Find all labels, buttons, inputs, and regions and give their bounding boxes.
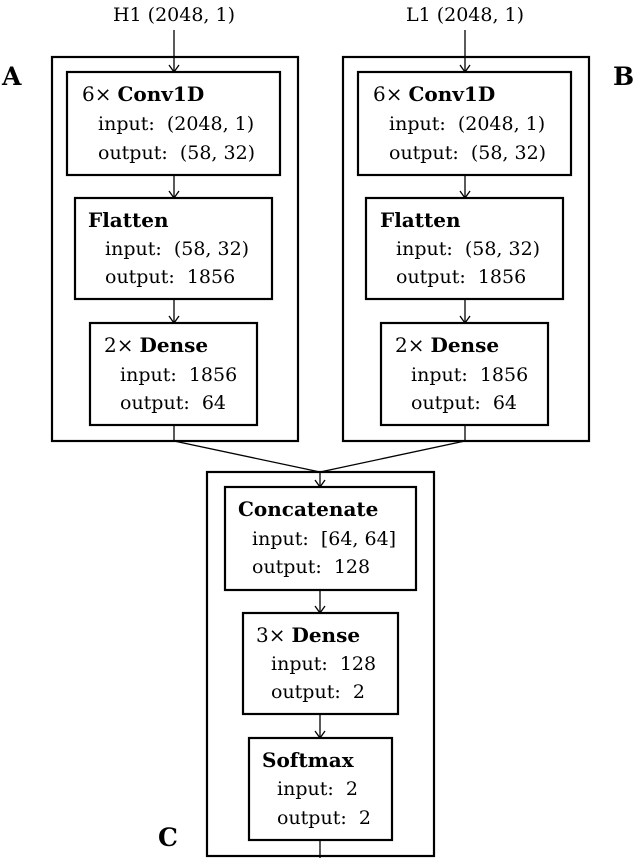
panel-b-frame	[341, 55, 591, 443]
node-a-conv1d-output: output: (58, 32)	[98, 142, 255, 164]
node-b-dense-input: input: 1856	[411, 364, 528, 386]
node-a-conv1d: 6×Conv1D input: (2048, 1) output: (58, 3…	[65, 70, 282, 177]
node-c-concatenate: Concatenate input: [64, 64] output: 128	[223, 485, 418, 592]
input-label-h1: H1 (2048, 1)	[113, 4, 235, 26]
node-c-softmax-output: output: 2	[277, 807, 371, 829]
node-b-flatten-input: input: (58, 32)	[396, 238, 540, 260]
node-c-softmax-input: input: 2	[277, 778, 358, 800]
node-c-dense-input: input: 128	[271, 653, 376, 675]
panel-c-label: C	[158, 823, 178, 852]
node-a-conv1d-title: 6×Conv1D	[82, 82, 204, 106]
node-a-flatten-title: Flatten	[88, 208, 169, 232]
node-c-concatenate-output: output: 128	[252, 556, 370, 578]
node-c-concatenate-input: input: [64, 64]	[252, 528, 396, 550]
node-c-softmax-title: Softmax	[262, 748, 355, 772]
node-b-dense: 2×Dense input: 1856 output: 64	[379, 321, 550, 427]
node-b-conv1d-input: input: (2048, 1)	[389, 113, 545, 135]
node-a-conv1d-input: input: (2048, 1)	[98, 113, 254, 135]
node-a-flatten-output: output: 1856	[105, 266, 235, 288]
merge-line-a	[173, 440, 321, 473]
node-a-dense-title: 2×Dense	[104, 333, 208, 357]
node-c-dense-output: output: 2	[271, 681, 365, 703]
merge-line-b	[319, 440, 466, 473]
node-a-dense-input: input: 1856	[120, 364, 237, 386]
panel-a-label: A	[1, 62, 22, 91]
node-a-flatten-input: input: (58, 32)	[105, 238, 249, 260]
node-b-dense-title: 2×Dense	[395, 333, 499, 357]
node-b-flatten-output: output: 1856	[396, 266, 526, 288]
node-a-flatten: Flatten input: (58, 32) output: 1856	[73, 196, 274, 301]
node-a-dense: 2×Dense input: 1856 output: 64	[88, 321, 259, 427]
input-label-l1: L1 (2048, 1)	[406, 4, 524, 26]
node-c-softmax: Softmax input: 2 output: 2	[247, 736, 394, 842]
node-c-dense-title: 3×Dense	[256, 623, 360, 647]
node-b-flatten: Flatten input: (58, 32) output: 1856	[364, 196, 565, 301]
node-b-conv1d-title: 6×Conv1D	[373, 82, 495, 106]
node-b-flatten-title: Flatten	[380, 208, 461, 232]
node-b-dense-output: output: 64	[411, 392, 517, 414]
node-b-conv1d-output: output: (58, 32)	[389, 142, 546, 164]
node-b-conv1d: 6×Conv1D input: (2048, 1) output: (58, 3…	[356, 70, 573, 177]
node-c-concatenate-title: Concatenate	[238, 497, 378, 521]
panel-b-label: B	[613, 62, 634, 91]
node-a-dense-output: output: 64	[120, 392, 226, 414]
node-c-dense: 3×Dense input: 128 output: 2	[241, 611, 400, 716]
